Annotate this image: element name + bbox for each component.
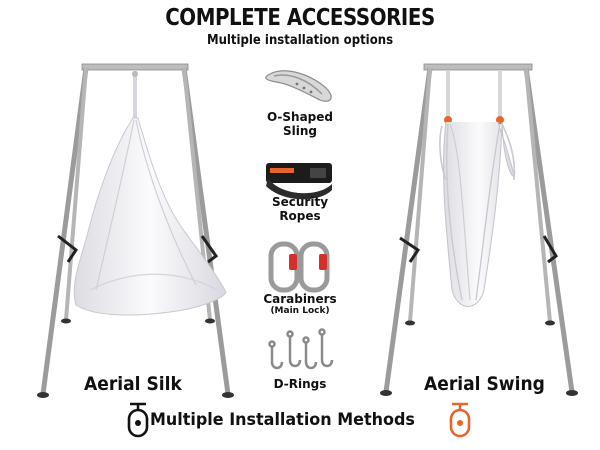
- foot-cap: [205, 318, 215, 324]
- accessory-subtitle: (Main Lock): [270, 306, 330, 316]
- foot-cap: [405, 320, 415, 326]
- security-strap-right: [542, 235, 558, 264]
- accessory-label-sling: O-Shaped Sling: [240, 110, 360, 138]
- aerial-silk-label: Aerial Silk: [84, 373, 182, 395]
- top-ring: [132, 71, 138, 77]
- aerial-swing-label: Aerial Swing: [424, 373, 545, 395]
- carabiners-icon: [268, 241, 330, 293]
- page-subtitle: Multiple installation options: [206, 33, 394, 48]
- footer-text: Multiple Installation Methods: [150, 410, 415, 430]
- right-leg-outer: [523, 67, 575, 393]
- accessory-name-line2: Ropes: [279, 209, 321, 223]
- accessory-label-d-rings: D-Rings: [240, 377, 360, 391]
- accessory-name-line2: Sling: [282, 124, 317, 138]
- security-strap-left: [399, 236, 421, 263]
- foot-cap: [380, 390, 392, 396]
- foot-cap: [222, 392, 234, 398]
- accessory-label-ropes: Security Ropes: [240, 195, 360, 223]
- accessory-name: O-Shaped: [266, 110, 333, 124]
- hanging-point-icon-orange: [449, 402, 471, 438]
- page-title: COMPLETE ACCESSORIES: [165, 5, 435, 31]
- accessory-name: Carabiners: [263, 292, 337, 306]
- left-leg-inner: [408, 67, 432, 323]
- aerial-silk-frame: [37, 63, 234, 398]
- accessory-name: D-Rings: [273, 377, 327, 391]
- aerial-swing-frame: [380, 63, 578, 396]
- right-top-bar: [423, 63, 533, 71]
- right-leg-inner: [524, 67, 552, 323]
- left-leg-outer: [383, 67, 433, 393]
- security-strap-right: [200, 235, 219, 264]
- hanging-point-icon: [127, 402, 149, 438]
- left-leg-inner: [64, 67, 88, 321]
- accessory-label-carabiners: Carabiners (Main Lock): [240, 292, 360, 317]
- foot-cap: [37, 392, 49, 398]
- security-strap-left: [57, 234, 79, 263]
- aerial-silk-fabric: [73, 117, 227, 316]
- d-rings-icon: [268, 328, 334, 370]
- foot-cap: [566, 390, 578, 396]
- security-ropes-icon: [266, 163, 332, 200]
- foot-cap: [61, 318, 71, 324]
- o-shaped-sling-icon: [265, 70, 332, 102]
- left-top-bar: [81, 63, 189, 71]
- foot-cap: [545, 320, 555, 326]
- left-leg-outer: [40, 67, 89, 395]
- accessory-name: Security: [271, 195, 329, 209]
